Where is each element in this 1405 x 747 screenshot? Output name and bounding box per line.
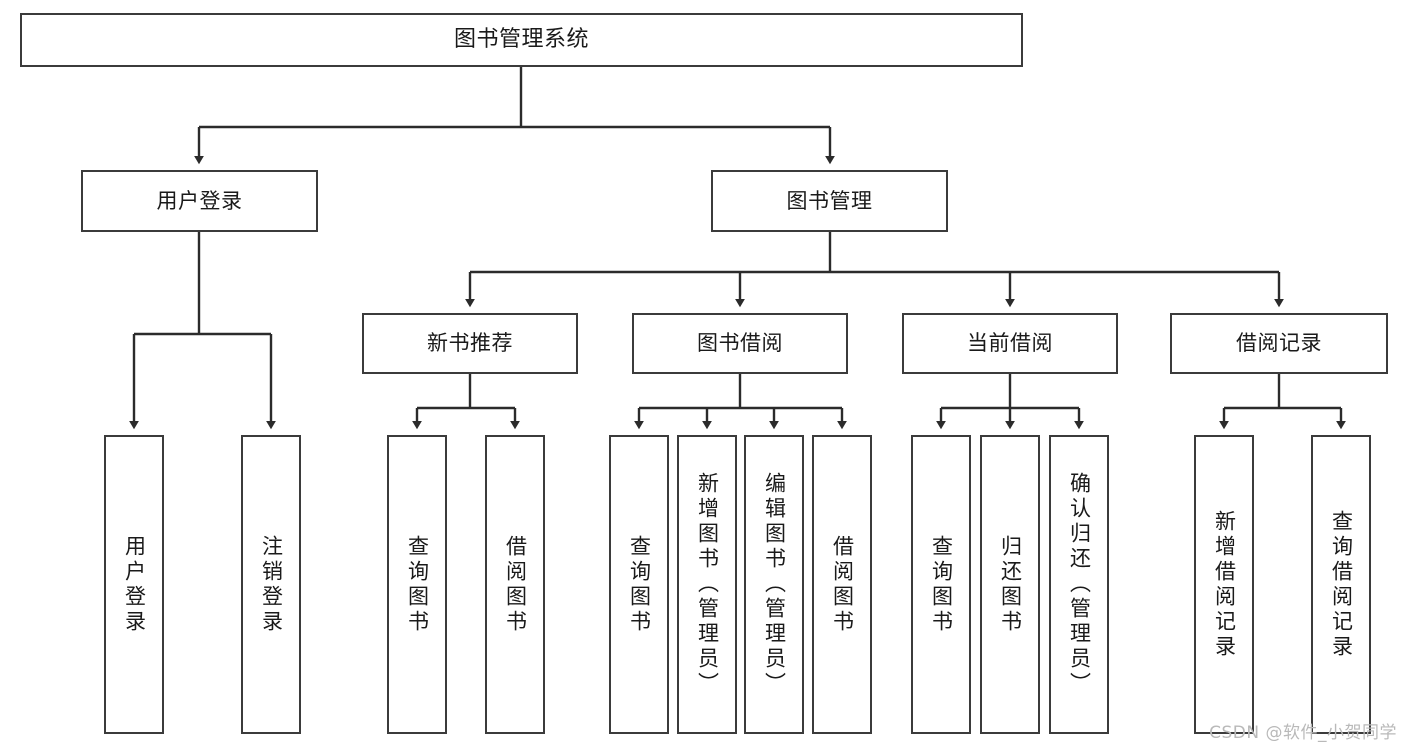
node-label: 确认归还（管理员） [1067, 472, 1092, 697]
node-label: 新增借阅记录 [1212, 509, 1237, 660]
node-label: 查询图书 [929, 534, 954, 635]
node-label: 借阅记录 [1236, 331, 1322, 356]
node-book-borrow[interactable]: 图书借阅 [632, 313, 848, 374]
leaf-book-borrow-add-book-admin[interactable]: 新增图书（管理员） [677, 435, 737, 734]
node-root-book-management-system[interactable]: 图书管理系统 [20, 13, 1023, 67]
node-label: 查询借阅记录 [1329, 509, 1354, 660]
node-label: 查询图书 [405, 534, 430, 635]
node-label: 新增图书（管理员） [695, 472, 720, 697]
node-current-borrow[interactable]: 当前借阅 [902, 313, 1118, 374]
node-label: 归还图书 [998, 534, 1023, 635]
watermark-csdn: CSDN @软件_小贺同学 [1209, 723, 1397, 743]
leaf-book-borrow-borrow-book[interactable]: 借阅图书 [812, 435, 872, 734]
node-label: 借阅图书 [503, 534, 528, 635]
node-label: 注销登录 [259, 534, 284, 635]
leaf-new-book-query-book[interactable]: 查询图书 [387, 435, 447, 734]
node-label: 当前借阅 [967, 331, 1053, 356]
node-label: 图书管理系统 [453, 27, 589, 53]
node-label: 新书推荐 [427, 331, 513, 356]
leaf-borrow-record-add-record[interactable]: 新增借阅记录 [1194, 435, 1254, 734]
node-label: 用户登录 [122, 534, 147, 635]
leaf-borrow-record-query-record[interactable]: 查询借阅记录 [1311, 435, 1371, 734]
leaf-new-book-borrow-book[interactable]: 借阅图书 [485, 435, 545, 734]
leaf-book-borrow-edit-book-admin[interactable]: 编辑图书（管理员） [744, 435, 804, 734]
node-book-management[interactable]: 图书管理 [711, 170, 948, 232]
leaf-user-login-logout[interactable]: 注销登录 [241, 435, 301, 734]
node-borrow-record[interactable]: 借阅记录 [1170, 313, 1388, 374]
node-label: 借阅图书 [830, 534, 855, 635]
node-label: 用户登录 [156, 188, 243, 213]
node-label: 查询图书 [627, 534, 652, 635]
node-user-login[interactable]: 用户登录 [81, 170, 318, 232]
leaf-current-borrow-query-book[interactable]: 查询图书 [911, 435, 971, 734]
node-label: 编辑图书（管理员） [762, 472, 787, 697]
leaf-user-login-login[interactable]: 用户登录 [104, 435, 164, 734]
node-label: 图书管理 [786, 188, 873, 213]
leaf-current-borrow-confirm-return-admin[interactable]: 确认归还（管理员） [1049, 435, 1109, 734]
leaf-current-borrow-return-book[interactable]: 归还图书 [980, 435, 1040, 734]
node-new-book-recommend[interactable]: 新书推荐 [362, 313, 578, 374]
node-label: 图书借阅 [697, 331, 783, 356]
leaf-book-borrow-query-book[interactable]: 查询图书 [609, 435, 669, 734]
